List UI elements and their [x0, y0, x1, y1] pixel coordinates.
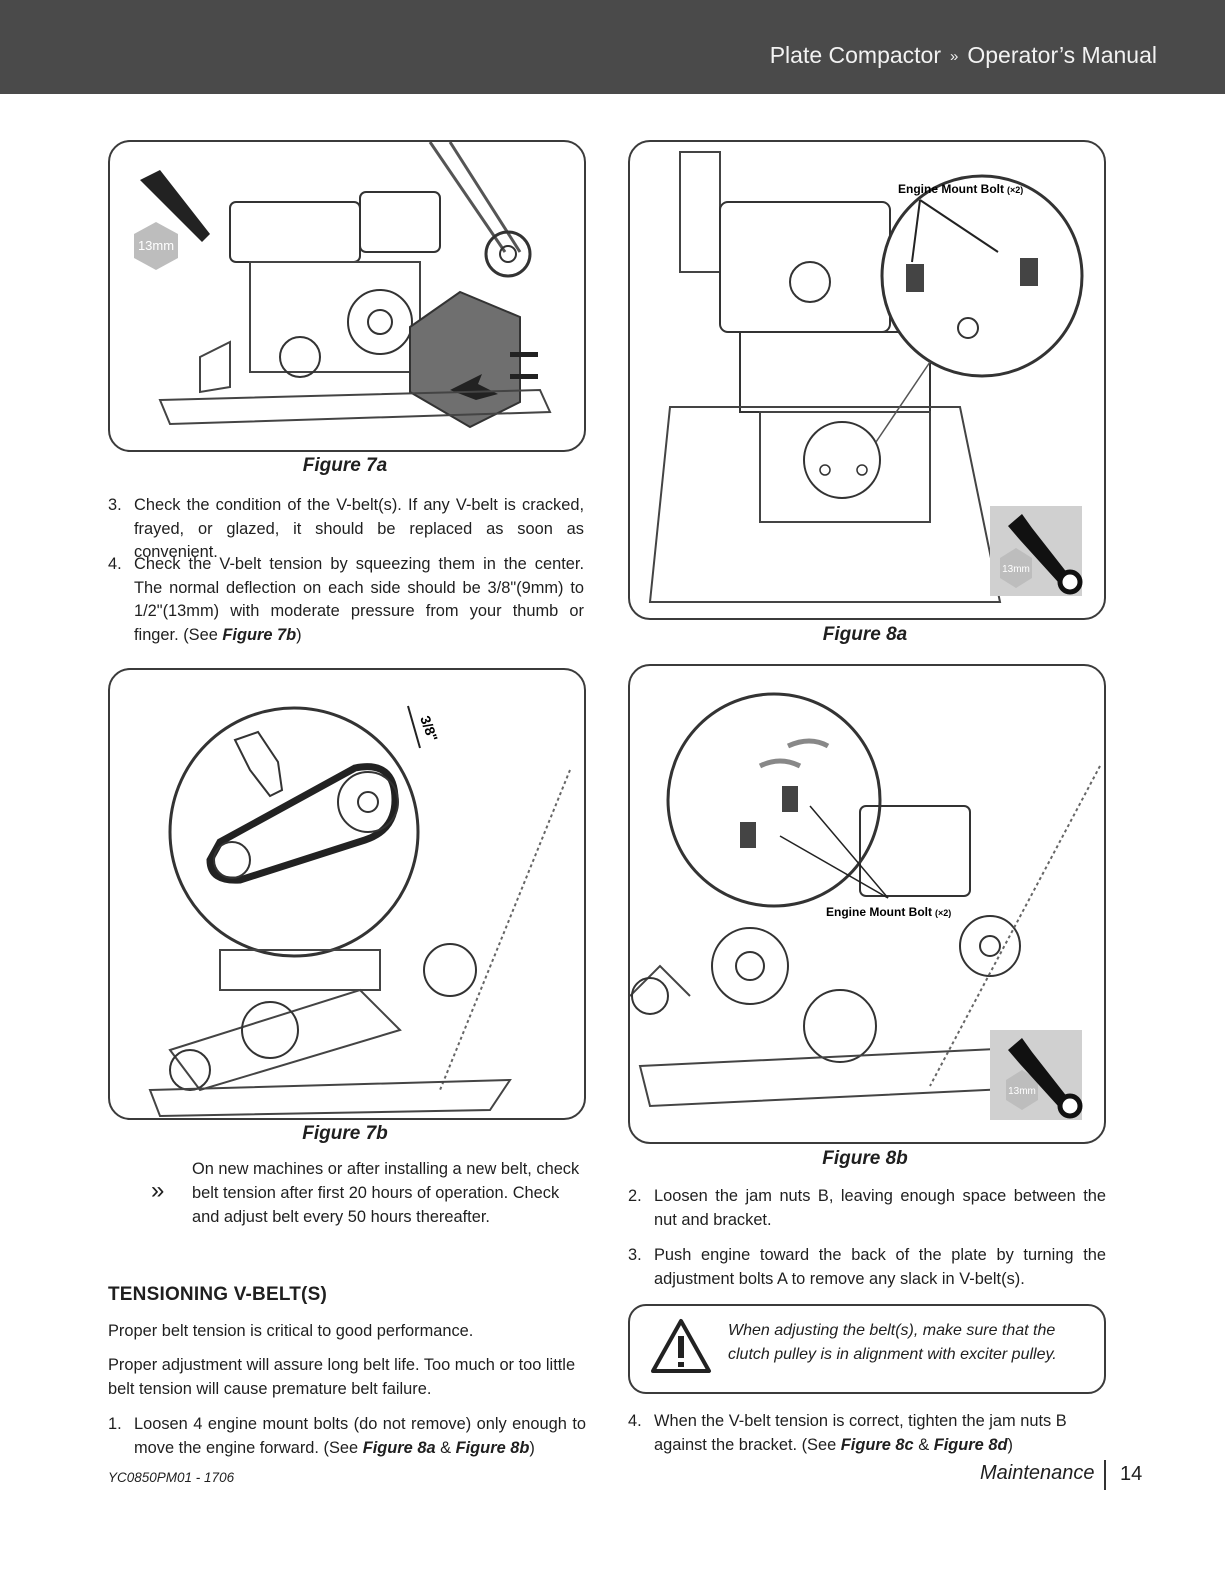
hex-badge-icon: [1006, 1070, 1038, 1110]
badge-text: 13mm: [1008, 1086, 1036, 1097]
figure-8a-drawing: Engine Mount Bolt(×2) 13mm: [648, 151, 1084, 603]
figure-reference[interactable]: Figure 8a: [362, 1438, 436, 1457]
step-text: Check the V-belt tension by squeezing th…: [134, 555, 584, 644]
document-code: YC0850PM01 - 1706: [108, 1470, 235, 1485]
figure-8b-caption: Figure 8b: [822, 1148, 908, 1169]
step-text: Loosen 4 engine mount bolts (do not remo…: [134, 1415, 586, 1457]
section-name: Maintenance: [980, 1462, 1095, 1484]
step-number: 4.: [628, 1412, 642, 1430]
figure-reference[interactable]: Figure 8c: [840, 1435, 914, 1454]
detail-source-circle: [803, 421, 881, 499]
page-number: 14: [1120, 1463, 1143, 1485]
figure-7a-drawing: 13mm: [134, 142, 552, 429]
header-title: Plate Compactor » Operator’s Manual: [770, 42, 1157, 69]
wrench-icon: [1008, 1038, 1068, 1106]
badge-text: 13mm: [138, 238, 174, 253]
figure-8a-caption: Figure 8a: [822, 624, 908, 645]
page-header: Plate Compactor » Operator’s Manual: [0, 0, 1225, 94]
ratchet-wrench-icon: [140, 170, 210, 242]
header-separator: »: [950, 48, 959, 65]
wrench-icon: [1008, 514, 1068, 582]
figure-reference[interactable]: Figure 8d: [933, 1435, 1008, 1454]
bolt-icon: [906, 264, 924, 292]
step-text: Push engine toward the back of the plate…: [654, 1246, 1106, 1288]
hex-badge-icon: [1000, 548, 1032, 588]
callout-label: Engine Mount Bolt(×2): [826, 905, 951, 919]
step-1-left: 1. Loosen 4 engine mount bolts (do not r…: [108, 1413, 586, 1460]
step-number: 2.: [628, 1187, 642, 1205]
bolt-icon: [782, 786, 798, 812]
bolt-icon: [740, 822, 756, 848]
header-manual: Operator’s Manual: [967, 42, 1157, 68]
belt-tension-note: On new machines or after installing a ne…: [192, 1160, 580, 1226]
badge-text: 13mm: [1002, 564, 1030, 575]
warning-triangle-icon: [651, 1319, 711, 1373]
figure-8a-image: Engine Mount Bolt(×2) 13mm: [628, 140, 1106, 620]
step-text: Check the condition of the V-belt(s). If…: [134, 496, 584, 561]
warning-text: When adjusting the belt(s), make sure th…: [728, 1322, 1057, 1363]
detail-magnifier: [666, 692, 882, 908]
step-number: 4.: [108, 555, 122, 573]
step-2-right: 2. Loosen the jam nuts B, leaving enough…: [628, 1185, 1106, 1232]
step-3-left: 3. Check the condition of the V-belt(s).…: [108, 494, 584, 565]
step-text: Loosen the jam nuts B, leaving enough sp…: [654, 1187, 1106, 1229]
step-number: 3.: [108, 496, 122, 514]
note-chevron-icon: »: [151, 1177, 165, 1204]
step-4-right: 4. When the V-belt tension is correct, t…: [628, 1410, 1106, 1457]
step-3-right: 3. Push engine toward the back of the pl…: [628, 1244, 1106, 1291]
bolt-icon: [1020, 258, 1038, 286]
belt-guard: [409, 290, 521, 429]
figure-7b-image: 3/8": [108, 668, 586, 1120]
step-text: When the V-belt tension is correct, tigh…: [654, 1412, 1067, 1454]
figure-7b-drawing: 3/8": [148, 705, 571, 1118]
figure-8b-image: Engine Mount Bolt(×2) 13mm: [628, 664, 1106, 1144]
figure-reference[interactable]: Figure 8b: [455, 1438, 530, 1457]
hand-icon: [233, 730, 284, 798]
paragraph-2: Proper adjustment will assure long belt …: [108, 1356, 576, 1398]
step-number: 1.: [108, 1415, 122, 1433]
hex-badge-icon: [134, 222, 178, 270]
footer-divider: [1104, 1460, 1106, 1490]
detail-magnifier: [880, 174, 1084, 378]
detail-source-circle: [803, 989, 877, 1063]
measure-label: 3/8": [417, 714, 441, 744]
figure-7b-caption: Figure 7b: [302, 1123, 388, 1144]
header-product: Plate Compactor: [769, 42, 942, 68]
figure-7a-image: 13mm: [108, 140, 586, 452]
callout-label: Engine Mount Bolt(×2): [898, 182, 1023, 196]
figure-8b-drawing: Engine Mount Bolt(×2) 13mm: [630, 692, 1101, 1120]
figure-7a-caption: Figure 7a: [302, 455, 388, 476]
warning-box: [628, 1304, 1106, 1394]
figure-reference[interactable]: Figure 7b: [222, 625, 297, 644]
paragraph-1: Proper belt tension is critical to good …: [108, 1322, 474, 1340]
step-4-left: 4. Check the V-belt tension by squeezing…: [108, 553, 584, 647]
step-number: 3.: [628, 1246, 642, 1264]
section-heading: TENSIONING V-BELT(S): [108, 1284, 327, 1305]
